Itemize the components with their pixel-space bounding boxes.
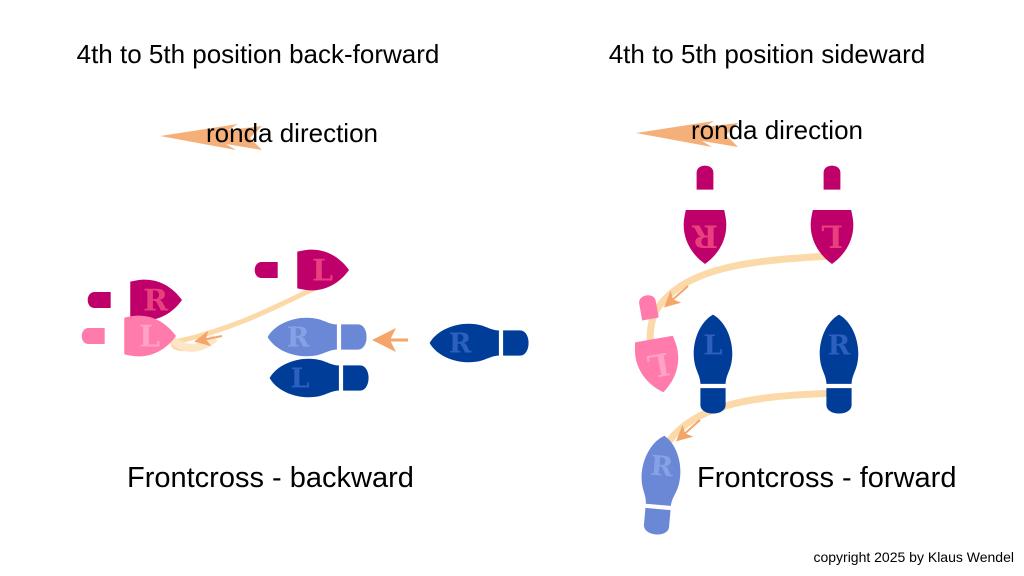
footprint-pink-l: L bbox=[625, 291, 685, 396]
footprint-darkblue-r: R bbox=[429, 323, 529, 363]
ronda-direction-arrow bbox=[636, 121, 738, 147]
footprint-lightblue-r: R bbox=[636, 434, 684, 537]
footprint-magenta-r: R bbox=[87, 279, 182, 321]
footprint-lightblue-r: R bbox=[267, 317, 367, 357]
svg-text:L: L bbox=[821, 218, 843, 254]
svg-text:L: L bbox=[312, 253, 333, 288]
step-arrow bbox=[664, 285, 689, 308]
svg-text:L: L bbox=[139, 319, 160, 354]
svg-text:R: R bbox=[143, 283, 169, 318]
footprint-magenta-l: L bbox=[254, 249, 349, 291]
copyright: copyright 2025 by Klaus Wendel bbox=[813, 549, 1014, 565]
step-arrow bbox=[676, 419, 701, 442]
svg-text:R: R bbox=[449, 327, 472, 359]
footprint-magenta-r: R bbox=[683, 165, 727, 264]
svg-text:R: R bbox=[287, 321, 310, 353]
footprint-darkblue-l: L bbox=[693, 314, 733, 414]
ronda-direction-arrow bbox=[160, 124, 262, 150]
left-caption: Frontcross - backward bbox=[127, 462, 414, 494]
footprint-darkblue-l: L bbox=[269, 358, 369, 398]
svg-text:L: L bbox=[703, 330, 722, 362]
step-arrow bbox=[194, 330, 223, 347]
svg-text:R: R bbox=[691, 218, 718, 254]
svg-text:R: R bbox=[828, 330, 851, 362]
right-title: 4th to 5th position sideward bbox=[609, 39, 926, 69]
left-ronda-label: ronda direction bbox=[206, 118, 378, 148]
left-title: 4th to 5th position back-forward bbox=[77, 39, 440, 69]
svg-text:R: R bbox=[649, 450, 675, 484]
right-caption: Frontcross - forward bbox=[697, 462, 956, 494]
footprint-darkblue-r: R bbox=[819, 314, 859, 414]
movement-path bbox=[646, 252, 831, 362]
right-ronda-label: ronda direction bbox=[691, 115, 863, 145]
footprint-magenta-l: L bbox=[810, 165, 854, 264]
svg-text:L: L bbox=[290, 362, 309, 394]
footprint-pink-l: L bbox=[81, 315, 176, 357]
